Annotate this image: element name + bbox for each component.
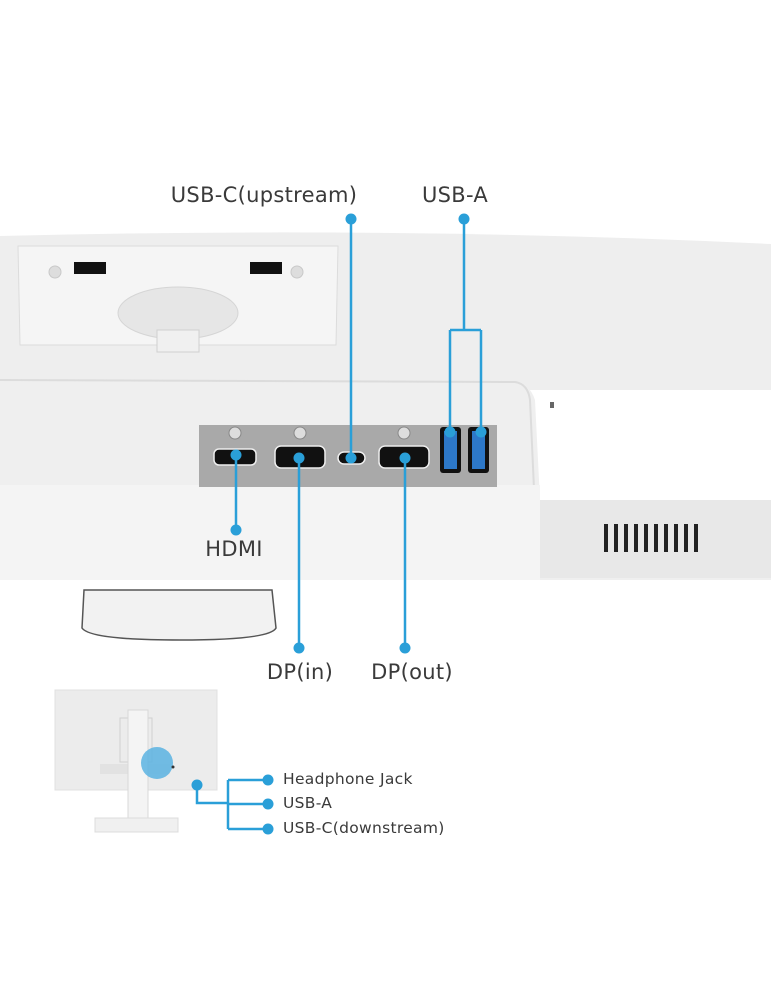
side-callout-lines bbox=[195, 778, 268, 831]
stand-foot bbox=[81, 589, 277, 641]
highlight-circle bbox=[141, 747, 173, 779]
label-side-usb-a: USB-A bbox=[283, 794, 333, 812]
monitor-thumbnail bbox=[54, 689, 218, 833]
label-headphone-jack: Headphone Jack bbox=[283, 770, 413, 788]
label-usb-a: USB-A bbox=[421, 183, 489, 207]
vesa-slot bbox=[250, 262, 282, 274]
label-usb-c-downstream: USB-C(downstream) bbox=[283, 819, 445, 837]
label-usb-c-upstream: USB-C(upstream) bbox=[170, 183, 358, 207]
label-hdmi: HDMI bbox=[205, 537, 263, 561]
callout-dots bbox=[230, 213, 487, 654]
label-dp-out: DP(out) bbox=[371, 660, 453, 684]
label-dp-in: DP(in) bbox=[266, 660, 334, 684]
vent-grille bbox=[604, 524, 698, 552]
vesa-slot bbox=[74, 262, 106, 274]
callout-lines bbox=[234, 219, 483, 648]
